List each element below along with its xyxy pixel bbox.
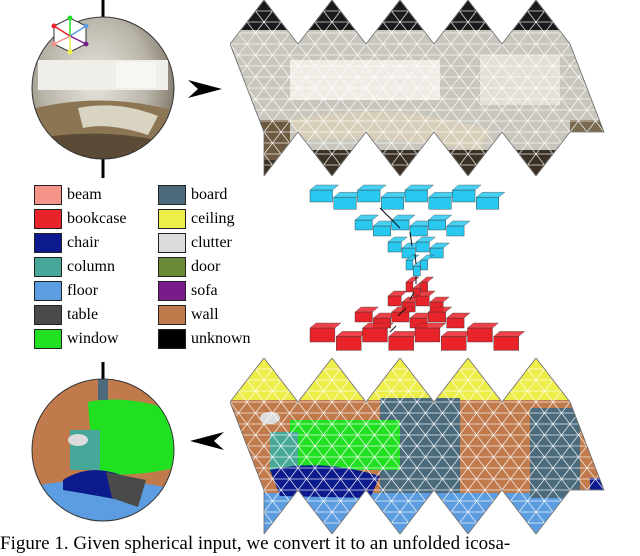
legend-item-sofa: sofa (158, 279, 251, 303)
legend-swatch (34, 185, 62, 205)
legend-label: table (67, 306, 99, 323)
legend-item-board: board (158, 183, 251, 207)
legend-label: window (67, 330, 119, 347)
legend-item-table: table (34, 303, 127, 327)
input-sphere (31, 0, 175, 178)
legend-swatch (158, 185, 186, 205)
legend-column-left: beam bookcase chair column floor table window (34, 183, 127, 351)
legend-item-chair: chair (34, 231, 127, 255)
legend-label: beam (67, 186, 102, 203)
legend-item-clutter: clutter (158, 231, 251, 255)
legend-item-wall: wall (158, 303, 251, 327)
legend-swatch (158, 209, 186, 229)
figure-caption: Figure 1. Given spherical input, we conv… (0, 533, 511, 554)
arrow-left-icon (190, 432, 224, 450)
legend-label: unknown (191, 330, 251, 347)
legend-item-ceiling: ceiling (158, 207, 251, 231)
legend-label: board (191, 186, 228, 203)
legend-swatch (34, 209, 62, 229)
legend-label: ceiling (191, 210, 235, 227)
legend-label: bookcase (67, 210, 127, 227)
legend-label: floor (67, 282, 99, 299)
legend-item-door: door (158, 255, 251, 279)
legend-item-beam: beam (34, 183, 127, 207)
legend-label: column (67, 258, 115, 275)
legend-item-unknown: unknown (158, 327, 251, 351)
legend-swatch (158, 305, 186, 325)
legend-swatch (158, 281, 186, 301)
legend-label: sofa (191, 282, 218, 299)
legend-label: door (191, 258, 221, 275)
output-sphere (31, 362, 175, 522)
arrow-right-icon (188, 80, 222, 98)
unfolded-icosahedron-input (230, 0, 605, 176)
unfolded-icosahedron-output (230, 358, 605, 534)
legend-label: clutter (191, 234, 232, 251)
legend-item-column: column (34, 255, 127, 279)
legend-swatch (158, 257, 186, 277)
legend-column-right: board ceiling clutter door sofa wall unknown (158, 183, 251, 351)
legend-label: wall (191, 306, 219, 323)
legend-swatch (158, 233, 186, 253)
legend-item-bookcase: bookcase (34, 207, 127, 231)
legend-item-floor: floor (34, 279, 127, 303)
legend-swatch (158, 329, 186, 349)
legend-swatch (34, 305, 62, 325)
legend-item-window: window (34, 327, 127, 351)
icosahedron-icon (51, 15, 89, 55)
legend-label: chair (67, 234, 99, 251)
legend-swatch (34, 257, 62, 277)
legend-swatch (34, 281, 62, 301)
network-diagram (309, 184, 526, 351)
legend-swatch (34, 329, 62, 349)
legend-swatch (34, 233, 62, 253)
